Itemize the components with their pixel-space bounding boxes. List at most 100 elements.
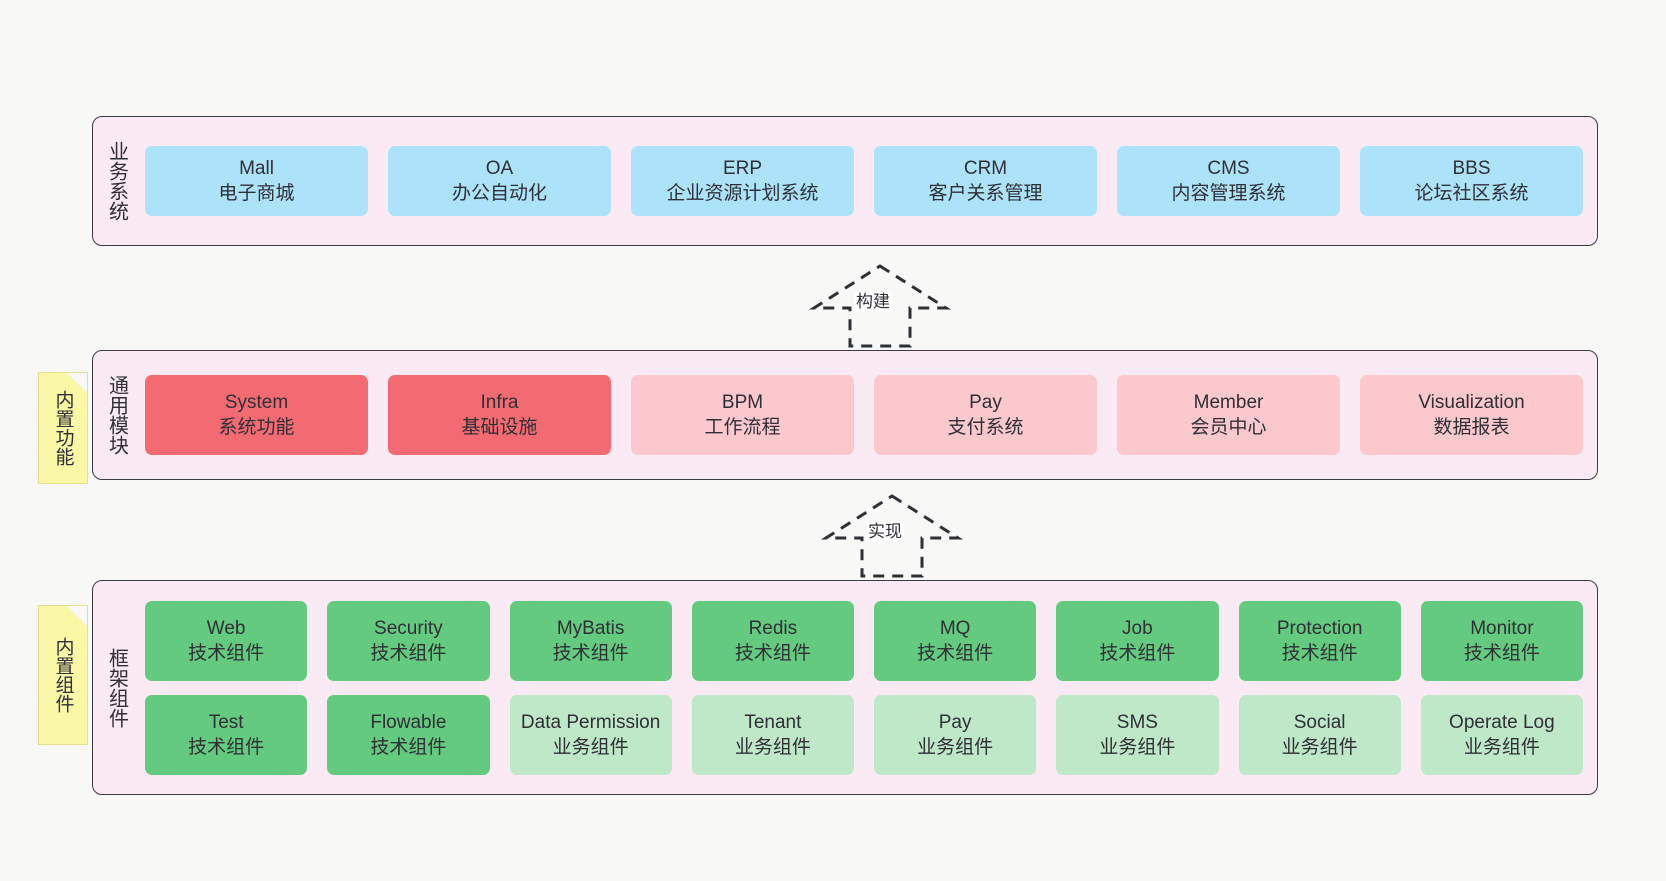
component-card-desc: 数据报表 [1433, 417, 1510, 438]
component-card-desc: 技术组件 [370, 736, 447, 758]
note-builtin-features: 内置功能 [38, 372, 88, 484]
arrow-build: 构建 [800, 262, 960, 350]
component-card-desc: 业务组件 [1099, 736, 1176, 758]
component-card[interactable]: Visualization 数据报表 [1360, 375, 1583, 455]
component-card-name: CRM [963, 158, 1008, 179]
component-card[interactable]: Pay 业务组件 [874, 694, 1037, 775]
component-card-name: Test [208, 711, 244, 733]
component-card-name: Job [1122, 617, 1153, 639]
layer-business-systems-title: 业务系统 [105, 141, 128, 221]
component-card-name: MyBatis [556, 617, 625, 639]
component-card[interactable]: CMS 内容管理系统 [1117, 146, 1340, 216]
component-card[interactable]: MQ 技术组件 [874, 600, 1037, 681]
component-card-desc: 技术组件 [552, 642, 629, 664]
layer-business-systems-body: Mall 电子商城 OA 办公自动化 ERP 企业资源计划系统 CRM 客户关系管理 CMS 内容… [139, 117, 1597, 245]
layer-common-modules-body: System 系统功能 Infra 基础设施 BPM 工作流程 Pay 支付系统 Member 会… [139, 351, 1597, 479]
component-card[interactable]: CRM 客户关系管理 [874, 146, 1097, 216]
component-card-desc: 客户关系管理 [928, 183, 1043, 204]
component-card-desc: 办公自动化 [451, 183, 547, 204]
component-card[interactable]: Web 技术组件 [145, 600, 308, 681]
component-card-name: Monitor [1470, 617, 1534, 639]
component-card-desc: 基础设施 [461, 417, 538, 438]
component-card-desc: 技术组件 [1281, 642, 1358, 664]
component-card-desc: 内容管理系统 [1171, 183, 1286, 204]
component-card-name: ERP [722, 158, 763, 179]
component-card[interactable]: Security 技术组件 [327, 600, 490, 681]
component-card-desc: 技术组件 [734, 642, 811, 664]
component-card[interactable]: BPM 工作流程 [631, 375, 854, 455]
component-card[interactable]: Job 技术组件 [1056, 600, 1219, 681]
arrow-implement: 实现 [812, 492, 972, 580]
component-card-name: Infra [480, 392, 519, 413]
component-card-name: MQ [939, 617, 971, 639]
component-card-desc: 系统功能 [218, 417, 295, 438]
component-card[interactable]: Protection 技术组件 [1238, 600, 1401, 681]
note-builtin-features-label: 内置功能 [52, 390, 74, 466]
component-card[interactable]: OA 办公自动化 [388, 146, 611, 216]
component-card-name: Mall [239, 158, 274, 179]
note-builtin-components-label: 内置组件 [52, 637, 74, 713]
component-card[interactable]: Redis 技术组件 [691, 600, 854, 681]
component-card-desc: 支付系统 [947, 417, 1024, 438]
component-card[interactable]: BBS 论坛社区系统 [1360, 146, 1583, 216]
component-card-desc: 技术组件 [188, 642, 265, 664]
layer-business-systems: 业务系统 Mall 电子商城 OA 办公自动化 ERP 企业资源计划系统 CRM 客户关系管理… [92, 116, 1598, 246]
business-systems-row: Mall 电子商城 OA 办公自动化 ERP 企业资源计划系统 CRM 客户关系管理 CMS 内容… [145, 146, 1583, 216]
component-card[interactable]: MyBatis 技术组件 [509, 600, 672, 681]
component-card-name: SMS [1116, 711, 1158, 733]
component-card-name: Visualization [1418, 392, 1525, 413]
component-card-name: Data Permission [520, 711, 661, 733]
component-card-name: BBS [1452, 158, 1491, 179]
layer-common-modules: 通用模块 System 系统功能 Infra 基础设施 BPM 工作流程 Pay 支付系统 Me… [92, 350, 1598, 480]
component-card-desc: 技术组件 [1099, 642, 1176, 664]
component-card-desc: 业务组件 [1281, 736, 1358, 758]
component-card-name: Pay [938, 711, 972, 733]
component-card[interactable]: SMS 业务组件 [1056, 694, 1219, 775]
common-modules-row: System 系统功能 Infra 基础设施 BPM 工作流程 Pay 支付系统 Member 会… [145, 375, 1583, 455]
component-card[interactable]: Pay 支付系统 [874, 375, 1097, 455]
note-builtin-components: 内置组件 [38, 605, 88, 745]
component-card-name: Member [1193, 392, 1264, 413]
component-card-desc: 技术组件 [370, 642, 447, 664]
component-card-desc: 企业资源计划系统 [666, 183, 819, 204]
component-card-name: Flowable [370, 711, 447, 733]
layer-common-modules-title: 通用模块 [105, 375, 128, 455]
component-card-name: Protection [1276, 617, 1363, 639]
component-card-desc: 技术组件 [917, 642, 994, 664]
component-card[interactable]: Social 业务组件 [1238, 694, 1401, 775]
component-card-desc: 技术组件 [1463, 642, 1540, 664]
component-card-desc: 业务组件 [552, 736, 629, 758]
component-card-name: Web [206, 617, 246, 639]
component-card[interactable]: Data Permission 业务组件 [509, 694, 672, 775]
component-card[interactable]: Infra 基础设施 [388, 375, 611, 455]
component-card-name: Social [1293, 711, 1346, 733]
component-card[interactable]: Monitor 技术组件 [1420, 600, 1583, 681]
component-card[interactable]: Flowable 技术组件 [327, 694, 490, 775]
component-card[interactable]: Mall 电子商城 [145, 146, 368, 216]
component-card-desc: 工作流程 [704, 417, 781, 438]
component-card-desc: 电子商城 [218, 183, 295, 204]
component-card-desc: 论坛社区系统 [1414, 183, 1529, 204]
component-card-name: Redis [748, 617, 798, 639]
component-card-desc: 业务组件 [734, 736, 811, 758]
component-card-name: Pay [969, 392, 1002, 413]
component-card[interactable]: ERP 企业资源计划系统 [631, 146, 854, 216]
component-card-name: CMS [1207, 158, 1250, 179]
component-card[interactable]: System 系统功能 [145, 375, 368, 455]
arrow-build-label: 构建 [854, 292, 892, 312]
component-card[interactable]: Member 会员中心 [1117, 375, 1340, 455]
component-card-desc: 业务组件 [917, 736, 994, 758]
component-card-name: BPM [721, 392, 764, 413]
component-card-name: OA [485, 158, 514, 179]
component-card-name: Security [374, 617, 443, 639]
component-card-name: System [224, 392, 289, 413]
component-card-desc: 会员中心 [1190, 417, 1267, 438]
